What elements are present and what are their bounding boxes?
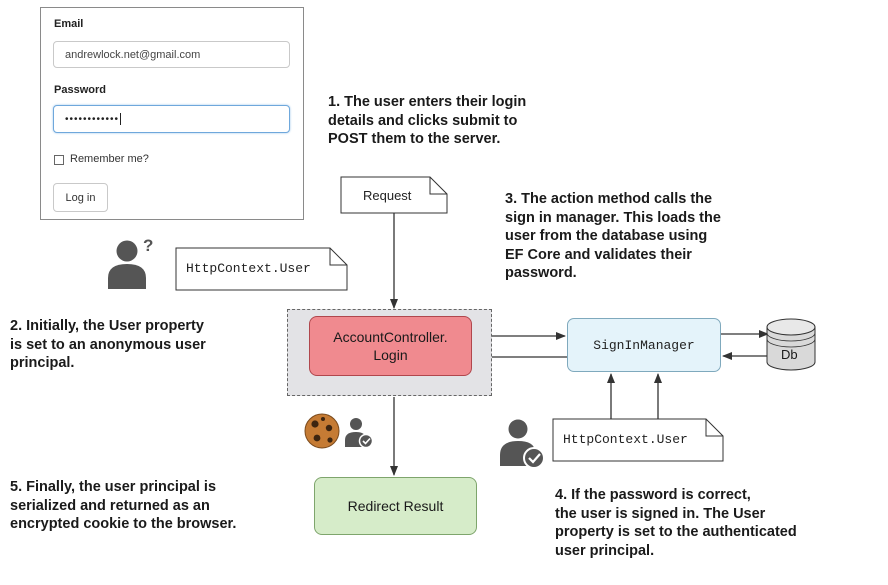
- email-label: Email: [54, 18, 84, 30]
- text-caret: [120, 113, 122, 125]
- controller-line1: AccountController.: [333, 329, 448, 345]
- authenticated-user-icon: [500, 419, 545, 469]
- password-label: Password: [54, 84, 106, 96]
- signin-manager-label: SignInManager: [593, 337, 695, 353]
- redirect-result-box: Redirect Result: [314, 477, 477, 535]
- controller-line2: Login: [373, 347, 408, 363]
- httpcontext-user-label-authenticated: HttpContext.User: [563, 432, 688, 447]
- database-icon: [766, 318, 816, 371]
- account-controller-login-box: AccountController. Login: [309, 316, 472, 376]
- signin-manager-box: SignInManager: [567, 318, 721, 372]
- anonymous-user-icon: [108, 240, 146, 289]
- password-value: ••••••••••••: [65, 113, 120, 125]
- question-mark-icon: ?: [143, 236, 154, 255]
- email-field[interactable]: andrewlock.net@gmail.com: [53, 41, 290, 68]
- httpcontext-user-document-authenticated: [552, 418, 724, 462]
- remember-label: Remember me?: [70, 153, 149, 165]
- httpcontext-user-label-anonymous: HttpContext.User: [186, 261, 311, 276]
- redirect-label: Redirect Result: [347, 498, 444, 514]
- db-label: Db: [781, 347, 798, 362]
- login-button[interactable]: Log in: [53, 183, 108, 212]
- request-label: Request: [363, 188, 412, 203]
- login-form: Email andrewlock.net@gmail.com Password …: [40, 7, 304, 220]
- remember-checkbox[interactable]: [54, 155, 64, 165]
- httpcontext-user-document-anonymous: [175, 247, 348, 291]
- cookie-icon: [304, 413, 340, 449]
- step4-note: 4. If the password is correct,the user i…: [555, 487, 797, 559]
- email-value: andrewlock.net@gmail.com: [65, 48, 201, 61]
- request-document: [340, 176, 448, 214]
- authenticated-user-small-icon: [345, 418, 374, 449]
- password-field[interactable]: ••••••••••••: [53, 105, 290, 133]
